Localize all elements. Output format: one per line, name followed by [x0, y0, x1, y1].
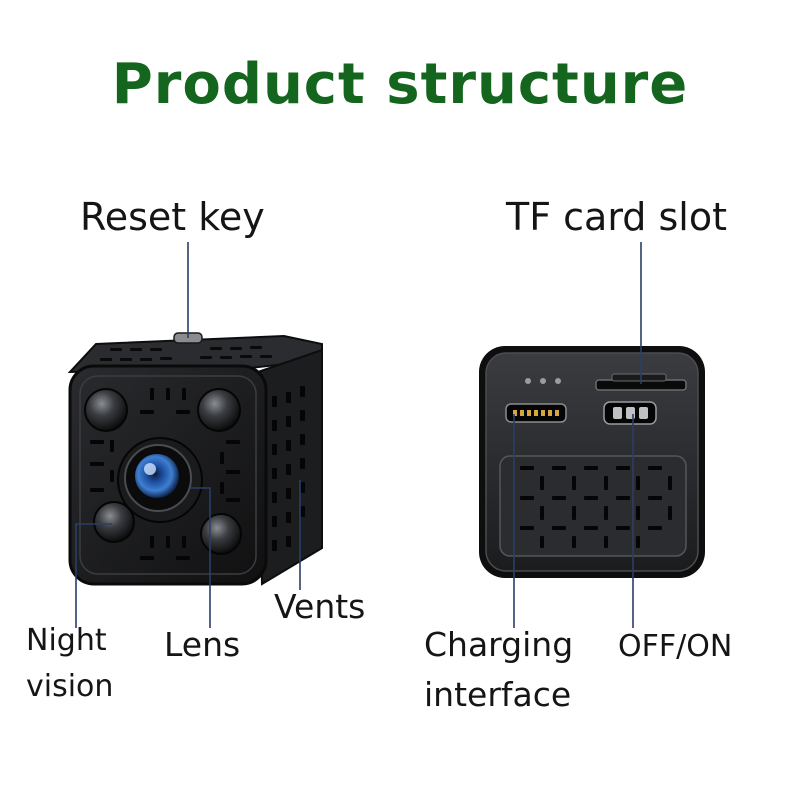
label-charging-line2: interface: [424, 675, 572, 714]
camera-back: [479, 346, 705, 578]
label-off-on: OFF/ON: [618, 629, 733, 664]
front-vents: [90, 388, 240, 560]
page-title: Product structure: [111, 52, 689, 117]
camera-lens: [117, 437, 203, 523]
label-lens: Lens: [164, 625, 241, 664]
status-dots: [525, 378, 561, 384]
label-charging-line1: Charging: [424, 625, 574, 664]
leader-lens: [190, 487, 211, 628]
power-switch-graphic: [603, 401, 657, 425]
label-night-vision-line1: Night: [26, 623, 107, 658]
label-tf-card-slot: TF card slot: [506, 195, 727, 239]
night-vision-leds: [84, 388, 242, 555]
label-vents: Vents: [274, 587, 366, 626]
charging-port-graphic: [505, 403, 567, 423]
camera-front: [67, 332, 323, 586]
top-vents: [100, 346, 272, 361]
label-reset-key: Reset key: [80, 195, 265, 239]
leader-night-vision: [75, 523, 112, 628]
back-vents: [520, 466, 672, 548]
label-night-vision-line2: vision: [26, 669, 114, 704]
side-vents: [272, 386, 305, 551]
leader-lines: [75, 242, 642, 628]
